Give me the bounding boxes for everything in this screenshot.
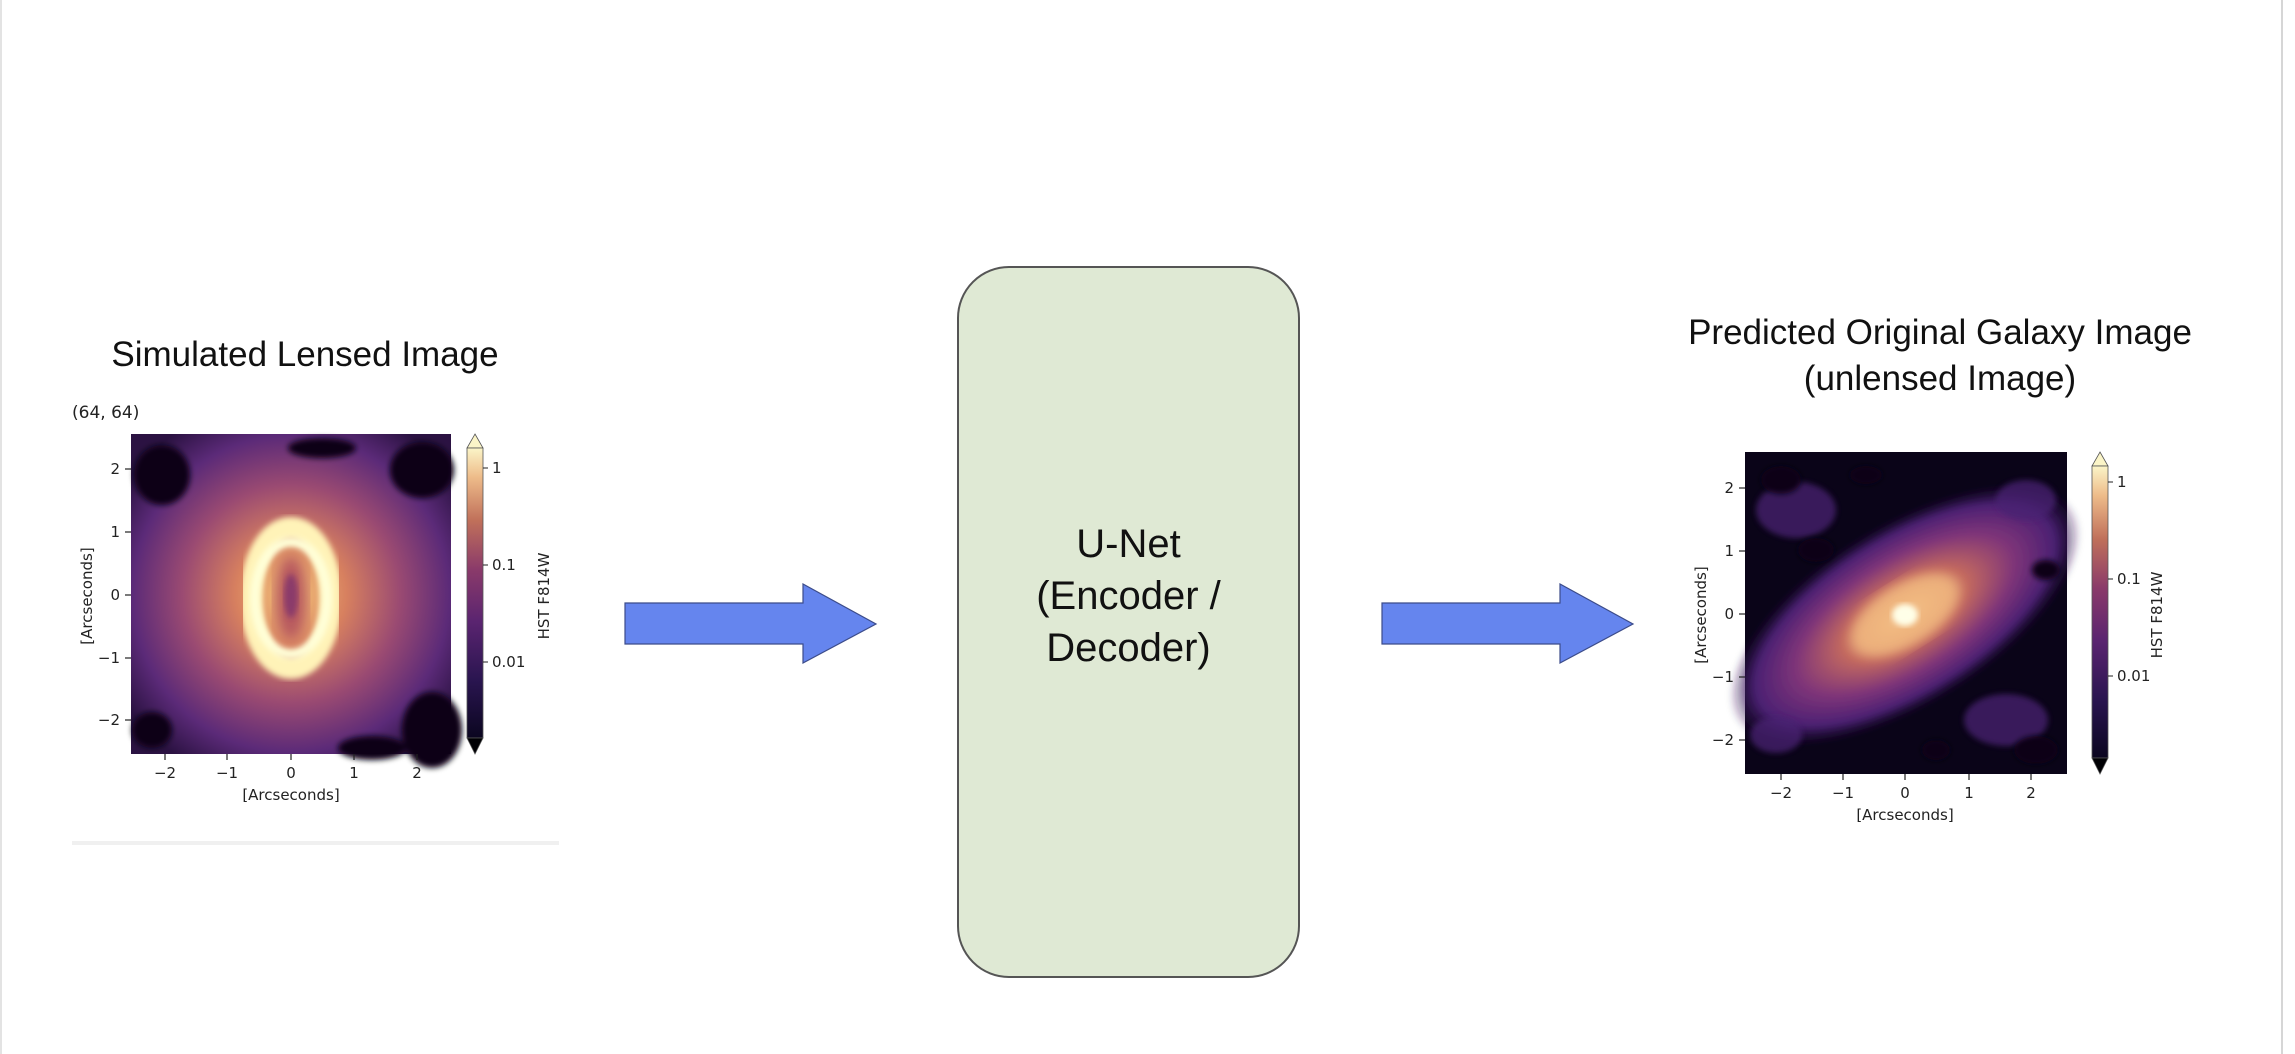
output-x-tick: 0 xyxy=(1900,784,1910,802)
output-image-panel: −2 −1 0 1 2 [Arcseconds] 2 1 0 −1 −2 [Ar… xyxy=(1686,450,2166,830)
input-x-axis xyxy=(164,754,418,760)
output-x-tick: −2 xyxy=(1770,784,1792,802)
arrow-right-icon xyxy=(624,583,878,665)
output-colorbar-label: HST F814W xyxy=(2148,571,2166,658)
input-y-tick: −2 xyxy=(98,711,120,729)
input-x-tick: −2 xyxy=(154,764,176,782)
output-x-tick: 2 xyxy=(2026,784,2036,802)
frame-right-edge xyxy=(2281,0,2283,1054)
output-colorbar-tick: 1 xyxy=(2117,473,2127,491)
input-colorbar-tick: 0.1 xyxy=(492,556,516,574)
output-x-tick: 1 xyxy=(1964,784,1974,802)
output-x-axis xyxy=(1780,774,2032,780)
input-image-title: Simulated Lensed Image xyxy=(111,335,499,374)
panel-bottom-edge xyxy=(72,841,559,845)
output-y-tick: 2 xyxy=(1724,479,1734,497)
output-colorbar-tick: 0.01 xyxy=(2117,667,2150,685)
output-title-line-2: (unlensed Image) xyxy=(1803,359,2077,398)
input-colorbar-tick: 0.01 xyxy=(492,653,525,671)
output-y-axis xyxy=(1739,487,1745,741)
output-colorbar-tick: 0.1 xyxy=(2117,570,2141,588)
input-y-tick: 2 xyxy=(110,460,120,478)
input-x-tick: 0 xyxy=(286,764,296,782)
output-colorbar xyxy=(2091,451,2113,775)
model-detail-line-2: Decoder) xyxy=(1046,626,1211,670)
input-x-axis-label: [Arcseconds] xyxy=(242,786,339,804)
output-y-tick: −2 xyxy=(1712,731,1734,749)
input-y-tick: 0 xyxy=(110,586,120,604)
model-detail-line-1: (Encoder / xyxy=(1036,574,1221,618)
output-y-tick: 0 xyxy=(1724,605,1734,623)
clipped-shape-label: (64, 64) xyxy=(72,403,139,423)
frame-left-edge xyxy=(0,0,2,1054)
input-colorbar-label: HST F814W xyxy=(535,552,553,639)
lensed-galaxy-image xyxy=(131,434,462,768)
input-colorbar-tick: 1 xyxy=(492,459,502,477)
output-title-line-1: Predicted Original Galaxy Image xyxy=(1688,313,2192,352)
input-x-tick: −1 xyxy=(216,764,238,782)
output-image-title: Predicted Original Galaxy Image (unlense… xyxy=(1640,310,2240,402)
input-x-tick: 2 xyxy=(412,764,422,782)
input-y-axis-label: [Arcseconds] xyxy=(78,547,96,644)
input-y-axis xyxy=(125,468,131,721)
input-x-tick: 1 xyxy=(349,764,359,782)
output-y-tick: 1 xyxy=(1724,542,1734,560)
input-y-tick: −1 xyxy=(98,649,120,667)
arrow-right-icon xyxy=(1381,583,1635,665)
output-y-axis-label: [Arcseconds] xyxy=(1692,566,1710,663)
output-x-axis-label: [Arcseconds] xyxy=(1856,806,1953,824)
input-y-tick: 1 xyxy=(110,523,120,541)
output-y-tick: −1 xyxy=(1712,668,1734,686)
output-x-tick: −1 xyxy=(1832,784,1854,802)
input-image-panel: (64, 64) −2 −1 0 xyxy=(72,400,572,845)
input-colorbar xyxy=(466,433,488,755)
predicted-galaxy-image xyxy=(1728,452,2082,774)
unet-model-block: U-Net (Encoder / Decoder) xyxy=(957,266,1300,978)
model-name: U-Net xyxy=(1076,522,1181,566)
